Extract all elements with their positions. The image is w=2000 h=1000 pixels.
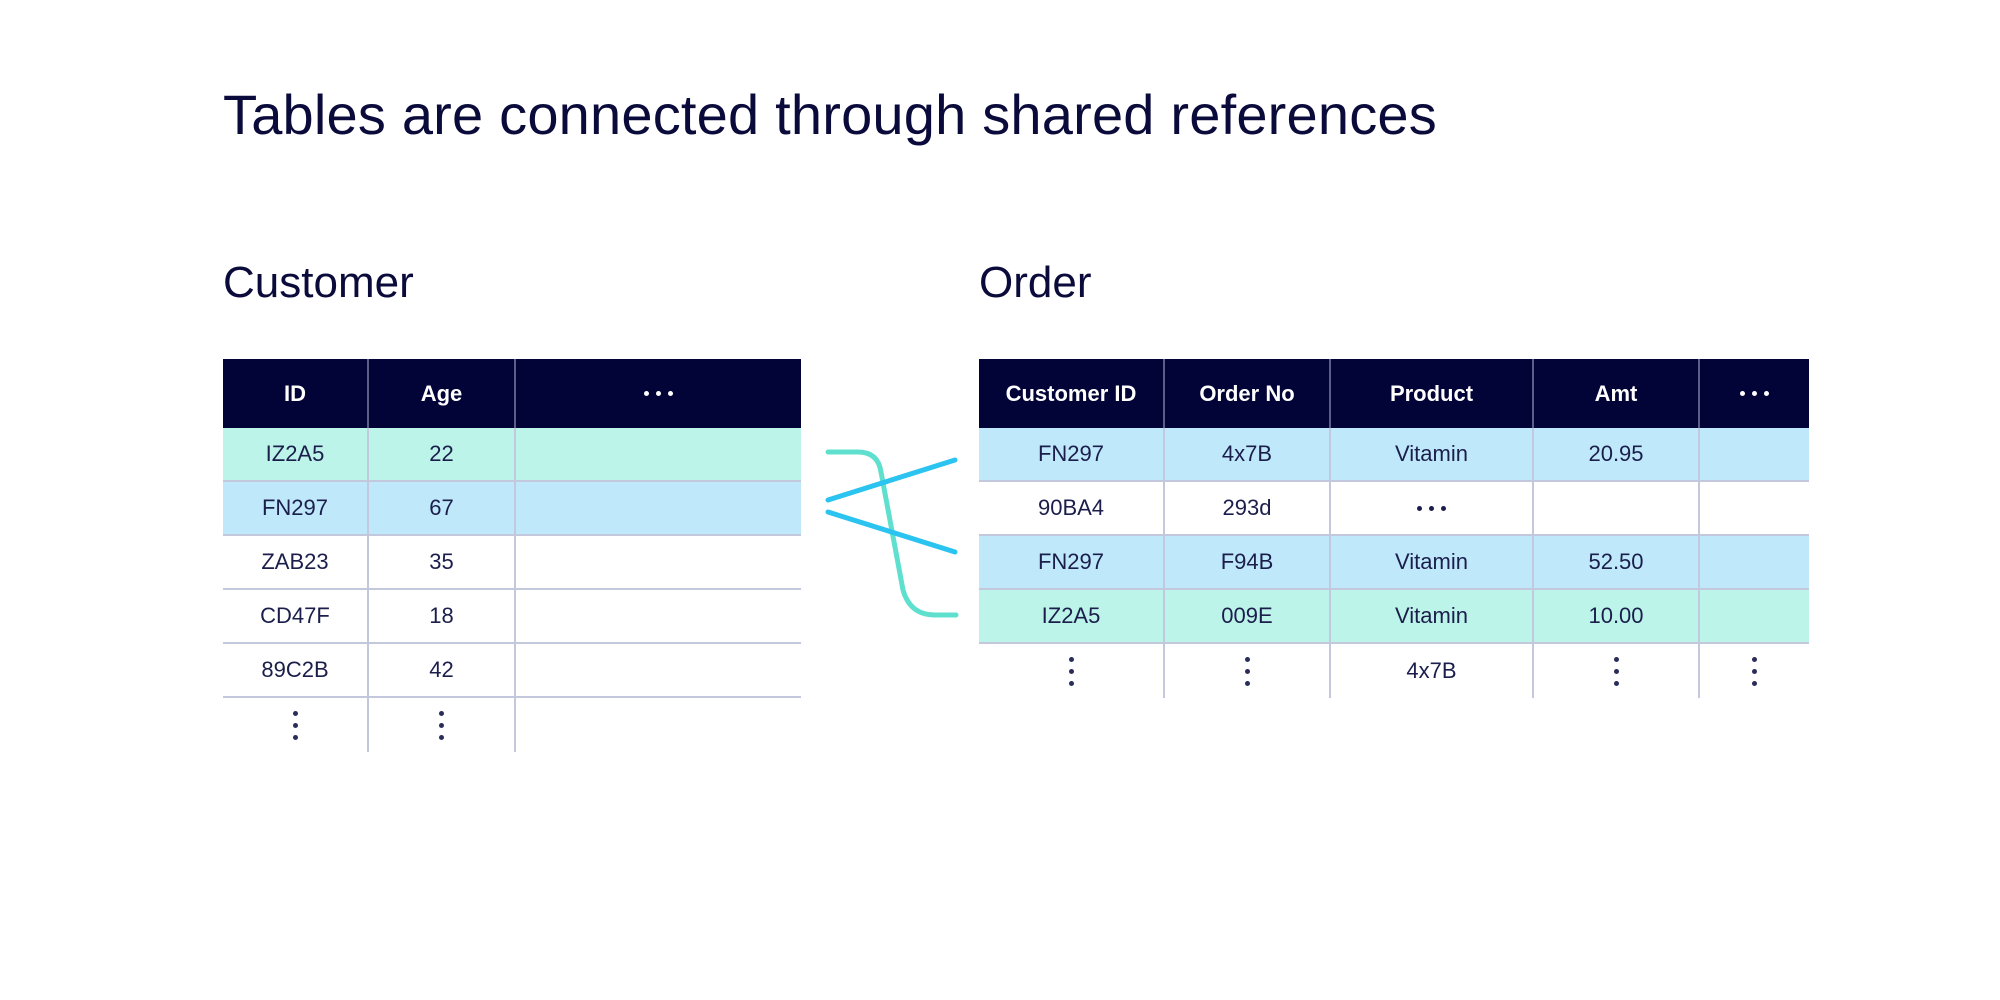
order-customer-id-cell: IZ2A5 (979, 590, 1165, 644)
order-table: Customer ID Order No Product Amt FN297 4… (979, 359, 1809, 698)
customer-id-cell (223, 698, 369, 752)
more-rows-icon (1752, 656, 1757, 686)
customer-row: FN297 67 (223, 482, 801, 536)
more-rows-icon (292, 710, 298, 740)
customer-more-cell (516, 536, 801, 590)
customer-id-cell: 89C2B (223, 644, 369, 698)
customer-header-age: Age (369, 359, 516, 428)
order-row: IZ2A5 009E Vitamin 10.00 (979, 590, 1809, 644)
page-title: Tables are connected through shared refe… (223, 83, 1437, 146)
order-no-cell: 293d (1165, 482, 1331, 536)
order-product-cell: Vitamin (1331, 428, 1534, 482)
more-columns-icon (644, 391, 673, 396)
order-product-cell: Vitamin (1331, 536, 1534, 590)
order-product-cell (1331, 482, 1534, 536)
order-header-customer-id: Customer ID (979, 359, 1165, 428)
order-row: FN297 4x7B Vitamin 20.95 (979, 428, 1809, 482)
order-customer-id-cell (979, 644, 1165, 698)
order-amt-cell: 52.50 (1534, 536, 1700, 590)
more-rows-icon (1613, 656, 1619, 686)
customer-age-cell: 42 (369, 644, 516, 698)
connector-blue-line (825, 509, 958, 555)
customer-row: ZAB23 35 (223, 536, 801, 590)
more-rows-icon (1068, 656, 1074, 686)
customer-id-cell: FN297 (223, 482, 369, 536)
order-customer-id-cell: FN297 (979, 428, 1165, 482)
customer-id-cell: CD47F (223, 590, 369, 644)
order-more-cell (1700, 482, 1809, 536)
order-table-caption: Order (979, 258, 1092, 307)
order-no-cell (1165, 644, 1331, 698)
customer-more-cell (516, 482, 801, 536)
customer-id-cell: IZ2A5 (223, 428, 369, 482)
order-more-cell (1700, 644, 1809, 698)
order-amt-cell (1534, 482, 1700, 536)
customer-row: 89C2B 42 (223, 644, 801, 698)
order-no-cell: F94B (1165, 536, 1331, 590)
order-product-cell: Vitamin (1331, 590, 1534, 644)
order-customer-id-cell: FN297 (979, 536, 1165, 590)
more-rows-icon (439, 710, 444, 740)
order-header-order-no: Order No (1165, 359, 1331, 428)
order-more-cell (1700, 536, 1809, 590)
more-columns-icon (1740, 391, 1769, 396)
order-row: FN297 F94B Vitamin 52.50 (979, 536, 1809, 590)
order-continuation-row: 4x7B (979, 644, 1809, 698)
order-more-cell (1700, 590, 1809, 644)
order-header-amt: Amt (1534, 359, 1700, 428)
more-rows-icon (1244, 656, 1250, 686)
customer-table: ID Age IZ2A5 22 FN297 67 ZAB23 35 CD47F … (223, 359, 801, 752)
order-header-more (1700, 359, 1809, 428)
customer-more-cell (516, 428, 801, 482)
order-more-cell (1700, 428, 1809, 482)
customer-age-cell (369, 698, 516, 752)
customer-header-row: ID Age (223, 359, 801, 428)
customer-age-cell: 67 (369, 482, 516, 536)
order-amt-cell: 20.95 (1534, 428, 1700, 482)
customer-age-cell: 18 (369, 590, 516, 644)
customer-continuation-row (223, 698, 801, 752)
connector-blue-line (825, 457, 958, 503)
order-header-row: Customer ID Order No Product Amt (979, 359, 1809, 428)
order-product-cell: 4x7B (1331, 644, 1534, 698)
customer-row: CD47F 18 (223, 590, 801, 644)
order-header-product: Product (1331, 359, 1534, 428)
customer-id-cell: ZAB23 (223, 536, 369, 590)
customer-table-caption: Customer (223, 258, 414, 307)
ellipsis-icon (1417, 505, 1446, 511)
customer-more-cell (516, 644, 801, 698)
customer-more-cell (516, 590, 801, 644)
order-no-cell: 009E (1165, 590, 1331, 644)
order-no-cell: 4x7B (1165, 428, 1331, 482)
customer-header-more (516, 359, 801, 428)
customer-age-cell: 35 (369, 536, 516, 590)
order-customer-id-cell: 90BA4 (979, 482, 1165, 536)
customer-age-cell: 22 (369, 428, 516, 482)
order-row: 90BA4 293d (979, 482, 1809, 536)
customer-header-id: ID (223, 359, 369, 428)
order-amt-cell (1534, 644, 1700, 698)
customer-row: IZ2A5 22 (223, 428, 801, 482)
order-amt-cell: 10.00 (1534, 590, 1700, 644)
